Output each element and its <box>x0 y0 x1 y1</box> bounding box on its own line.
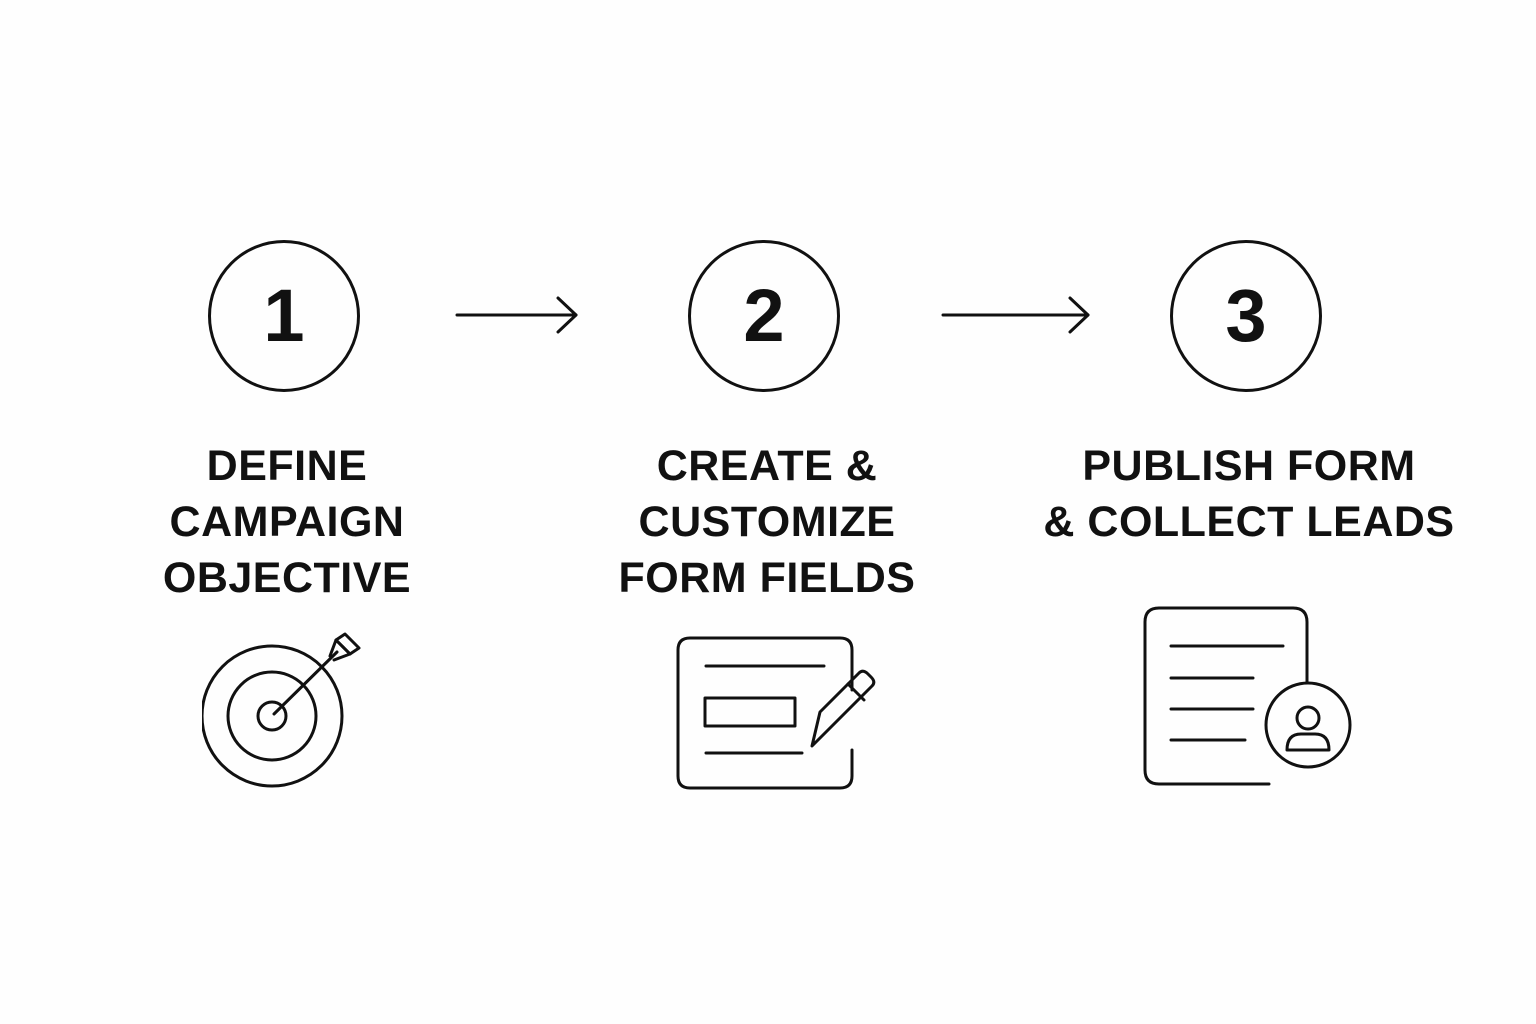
step-label-line: PUBLISH FORM <box>1082 442 1416 490</box>
step-number-circle: 1 <box>208 240 360 392</box>
step-label-line: CUSTOMIZE <box>638 498 896 546</box>
arrow-right-icon <box>455 296 578 334</box>
form-edit-pencil-icon <box>676 636 876 790</box>
step-number-circle: 2 <box>688 240 840 392</box>
step-number: 2 <box>743 274 785 357</box>
arrow-right-icon <box>941 296 1090 334</box>
step-label: DEFINE CAMPAIGN OBJECTIVE <box>67 438 507 606</box>
step-label-line: DEFINE <box>206 442 368 490</box>
step-label: CREATE & CUSTOMIZE FORM FIELDS <box>547 438 987 606</box>
document-user-icon <box>1143 606 1352 786</box>
step-label-line: CAMPAIGN <box>169 498 405 546</box>
step-label-line: & COLLECT LEADS <box>1043 498 1455 546</box>
step-label-line: OBJECTIVE <box>162 554 412 602</box>
step-number: 3 <box>1225 274 1267 357</box>
step-number: 1 <box>263 274 305 357</box>
step-label-line: FORM FIELDS <box>618 554 916 602</box>
step-number-circle: 3 <box>1170 240 1322 392</box>
step-label: PUBLISH FORM & COLLECT LEADS <box>1029 438 1469 550</box>
target-arrow-icon <box>202 632 361 788</box>
step-label-line: CREATE & <box>656 442 878 490</box>
